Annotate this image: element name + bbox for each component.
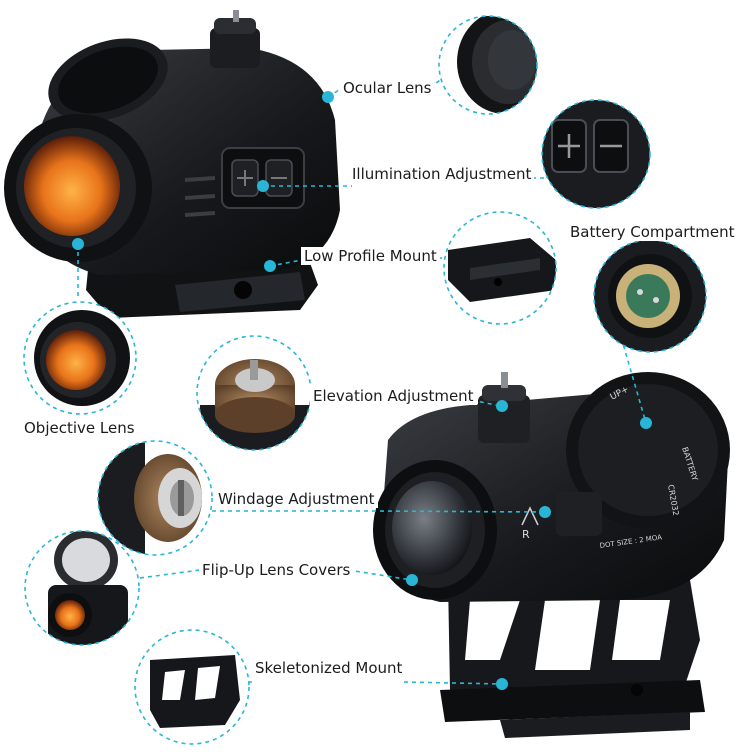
- label-battery-compartment: Battery Compartment: [567, 223, 738, 241]
- label-windage-adjustment: Windage Adjustment: [215, 490, 378, 508]
- detail-illumination: [541, 99, 651, 209]
- bottom-scope: [373, 372, 730, 738]
- label-skeletonized-mount: Skeletonized Mount: [252, 659, 406, 677]
- label-ocular-lens: Ocular Lens: [340, 79, 435, 97]
- label-elevation-adjustment: Elevation Adjustment: [310, 387, 477, 405]
- detail-low-profile-mount: [443, 211, 557, 325]
- label-objective-lens: Objective Lens: [21, 419, 138, 437]
- detail-objective-lens: [23, 301, 137, 415]
- label-flip-up-lens-covers: Flip-Up Lens Covers: [199, 561, 354, 579]
- detail-battery: [593, 239, 707, 353]
- detail-elevation: [196, 335, 312, 451]
- label-low-profile-mount: Low Profile Mount: [301, 247, 440, 265]
- detail-skeletonized-mount: [134, 629, 250, 745]
- detail-ocular-lens: [438, 15, 538, 115]
- label-illumination-adjustment: Illumination Adjustment: [349, 165, 535, 183]
- callout-dots: [72, 91, 652, 690]
- top-scope: [4, 10, 340, 318]
- direction-marking: R: [522, 528, 530, 541]
- detail-flip-up-covers: [24, 530, 140, 646]
